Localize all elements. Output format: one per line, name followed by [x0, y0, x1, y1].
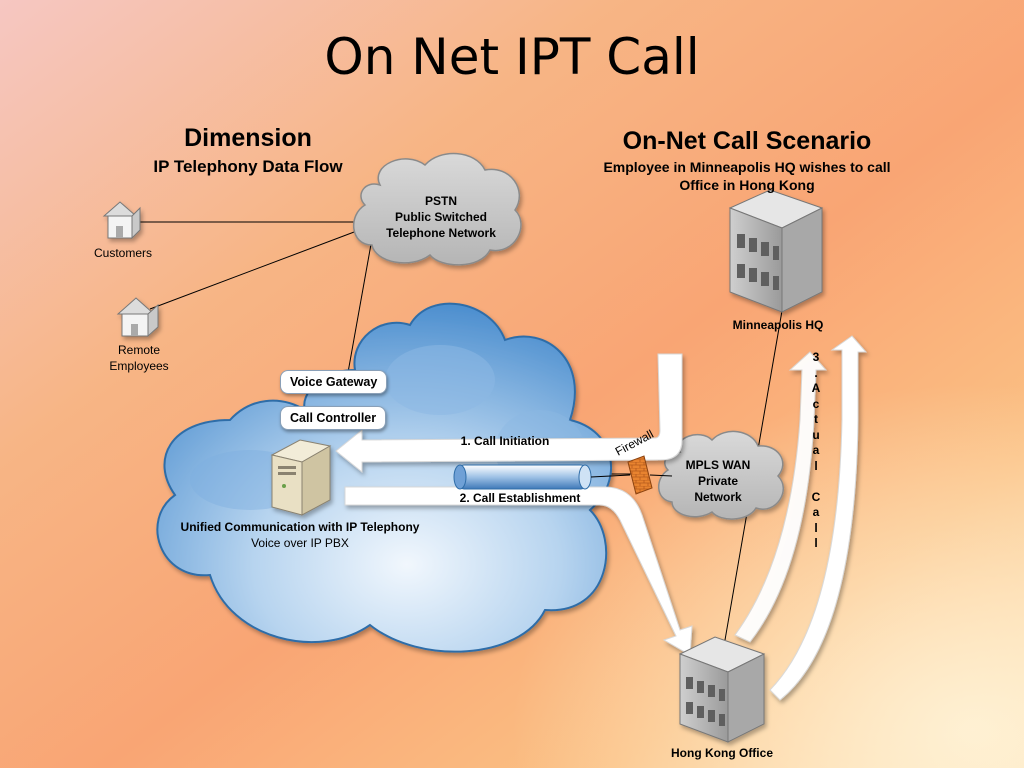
slide-title: On Net IPT Call — [324, 28, 700, 86]
wan-pipe — [453, 464, 673, 490]
hong-kong-office-label: Hong Kong Office — [671, 746, 773, 760]
left-heading-subtitle: IP Telephony Data Flow — [153, 157, 343, 176]
actual-call-arrow — [734, 335, 868, 701]
remote-employees-label-line1: Remote — [117, 343, 161, 357]
right-heading-title: On-Net Call Scenario — [622, 127, 872, 155]
pstn-label-line2: Public Switched — [394, 210, 487, 224]
hong-kong-office-building-icon — [678, 636, 766, 743]
mpls-label-line3: Network — [694, 490, 742, 504]
call-establishment-arrow — [344, 486, 693, 656]
right-heading-subtitle-line1: Employee in Minneapolis HQ wishes to cal… — [603, 159, 891, 175]
call-controller-box: Call Controller — [280, 406, 387, 430]
firewall-icon — [627, 455, 653, 495]
customers-label: Customers — [93, 246, 152, 260]
step1-label: 1. Call Initiation — [460, 434, 550, 448]
remote-employees-label-line2: Employees — [109, 359, 169, 373]
voice-gateway-box: Voice Gateway — [280, 370, 388, 394]
minneapolis-hq-building-icon — [728, 189, 824, 313]
pstn-label-line1: PSTN — [424, 194, 457, 208]
minneapolis-hq-label: Minneapolis HQ — [732, 318, 824, 332]
call-initiation-arrow — [335, 353, 683, 474]
pstn-label-line3: Telephone Network — [386, 226, 496, 240]
right-heading-subtitle-line2: Office in Hong Kong — [679, 177, 815, 193]
uc-label-line1: Unified Communication with IP Telephony — [180, 520, 420, 534]
customers-house-icon — [102, 201, 141, 240]
pstn-cloud — [352, 152, 522, 266]
mpls-label-line1: MPLS WAN — [685, 458, 751, 472]
uc-label-line2: Voice over IP PBX — [251, 536, 349, 550]
step3-label: 3 . A c t u a l C a l l — [811, 350, 821, 550]
server-icon — [270, 439, 332, 516]
step2-label: 2. Call Establishment — [459, 491, 581, 505]
mpls-cloud — [658, 430, 784, 520]
left-heading-title: Dimension — [184, 124, 312, 152]
mpls-label-line2: Private — [697, 474, 739, 488]
remote-employees-house-icon — [116, 297, 159, 338]
